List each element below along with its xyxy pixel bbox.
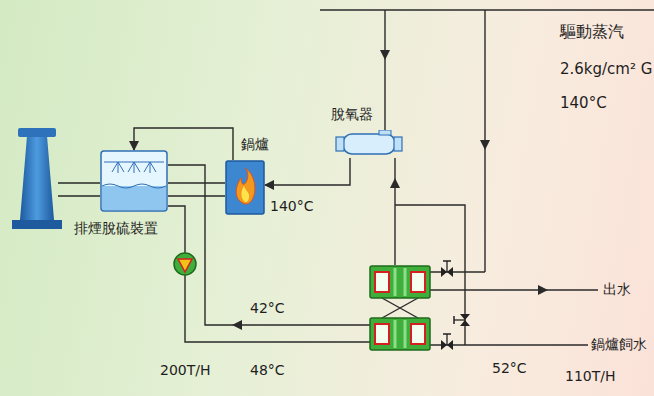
chimney	[12, 128, 62, 229]
flow-arrows	[232, 50, 548, 330]
pipe-lines	[58, 10, 654, 345]
valve-symbol	[441, 261, 453, 277]
temperature-value: 48°C	[250, 362, 285, 379]
valve-symbol	[454, 314, 470, 326]
flow-rate: 110T/H	[565, 368, 616, 385]
node-heading: 脫氧器	[331, 106, 373, 123]
valve-symbol	[441, 334, 453, 350]
outlet-label: 出水	[603, 281, 631, 298]
inlet-label: 鍋爐飼水	[591, 336, 647, 353]
pressure-value: 2.6kg/cm² G	[560, 60, 652, 78]
node-heading: 鍋爐	[241, 136, 269, 153]
flow-rate: 200T/H	[160, 362, 211, 379]
deaerator-tank: 脫氧器	[335, 130, 403, 158]
shape-outline	[100, 150, 168, 212]
flow-connector	[265, 158, 350, 185]
node-heading: 排煙脫硫裝置	[74, 220, 158, 237]
temperature-value: 42°C	[250, 300, 285, 317]
boiler-box: 鍋爐	[225, 160, 265, 215]
steam-label: 驅動蒸汽	[560, 22, 624, 41]
shape-outline	[335, 130, 403, 158]
shape-outline	[225, 160, 265, 215]
temperature-value: 140°C	[560, 94, 607, 112]
pump-symbol	[174, 253, 196, 275]
temperature-value: 140°C	[270, 198, 314, 215]
heat-exchanger	[370, 266, 430, 298]
heat-exchanger	[370, 318, 430, 350]
temperature-value: 52°C	[492, 360, 527, 377]
scrubber-box: 排煙脫硫裝置	[100, 150, 168, 212]
